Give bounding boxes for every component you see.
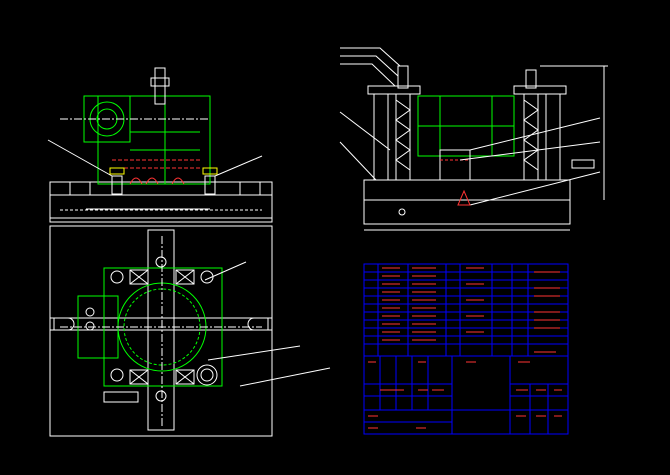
top-retainer-block-2	[175, 269, 195, 285]
side-leader-7	[459, 141, 601, 161]
top-strap-hole-top	[155, 256, 167, 268]
side-bolt-left	[397, 65, 409, 89]
top-retainer-block-4	[175, 369, 195, 385]
front-base-plate	[49, 181, 273, 223]
front-locating-pin-right	[204, 175, 216, 195]
top-corner-bolt-ring	[196, 364, 218, 386]
top-retainer-x-4	[175, 369, 195, 385]
top-tag-box	[103, 391, 139, 403]
title-block[interactable]	[363, 263, 569, 435]
front-leader-left	[47, 139, 113, 177]
front-pin-cap-right	[202, 167, 218, 175]
top-corner-bolt-br	[200, 368, 214, 382]
front-fixture-body	[97, 95, 211, 185]
front-view[interactable]	[47, 67, 273, 223]
side-leader-3	[340, 63, 396, 87]
front-locating-pin-left	[111, 175, 123, 195]
parts-list-entries	[382, 267, 560, 353]
side-top-plate-left	[367, 85, 421, 95]
side-leader-6	[469, 117, 601, 151]
front-base-notch-right	[239, 181, 261, 196]
title-block-entries	[368, 361, 562, 429]
side-leader-2	[340, 55, 399, 77]
side-base-hole	[398, 208, 406, 216]
top-leader-2	[207, 345, 301, 361]
top-strap-hole-bottom	[155, 390, 167, 402]
side-inner-block	[439, 149, 471, 181]
front-pin-cap-left	[109, 167, 125, 175]
side-leader-4	[339, 111, 391, 151]
top-corner-bolt-tl	[110, 270, 124, 284]
side-cone-feature	[457, 189, 471, 206]
top-retainer-x-1	[129, 269, 149, 285]
side-leader-1	[340, 47, 401, 67]
top-jaw-pin-2	[85, 321, 95, 331]
top-base-plate	[49, 225, 273, 437]
side-spring-left	[395, 99, 411, 171]
top-retainer-x-3	[129, 369, 149, 385]
top-retainer-block-3	[129, 369, 149, 385]
side-bolt-right	[525, 69, 537, 89]
top-leader-3	[239, 367, 331, 387]
top-corner-bolt-bl	[110, 368, 124, 382]
title-block-frame	[363, 263, 569, 435]
top-horizontal-strap	[53, 317, 269, 331]
side-column-1	[373, 93, 389, 181]
top-leader-1	[204, 261, 247, 281]
front-bolt-nut	[150, 77, 170, 87]
top-jaw-pin-1	[85, 307, 95, 317]
side-leader-8	[469, 171, 601, 206]
top-retainer-x-2	[175, 269, 195, 285]
side-column-2	[395, 93, 411, 181]
top-view[interactable]	[49, 225, 331, 437]
front-base-notch-left	[69, 181, 91, 196]
side-tag-box	[571, 159, 595, 169]
side-column-4	[545, 93, 561, 181]
side-top-plate-right	[513, 85, 567, 95]
side-view[interactable]	[339, 47, 608, 231]
front-leader-right	[214, 155, 263, 177]
side-leader-5	[339, 141, 377, 181]
top-retainer-block-1	[129, 269, 149, 285]
front-clamp-arches	[129, 177, 185, 185]
